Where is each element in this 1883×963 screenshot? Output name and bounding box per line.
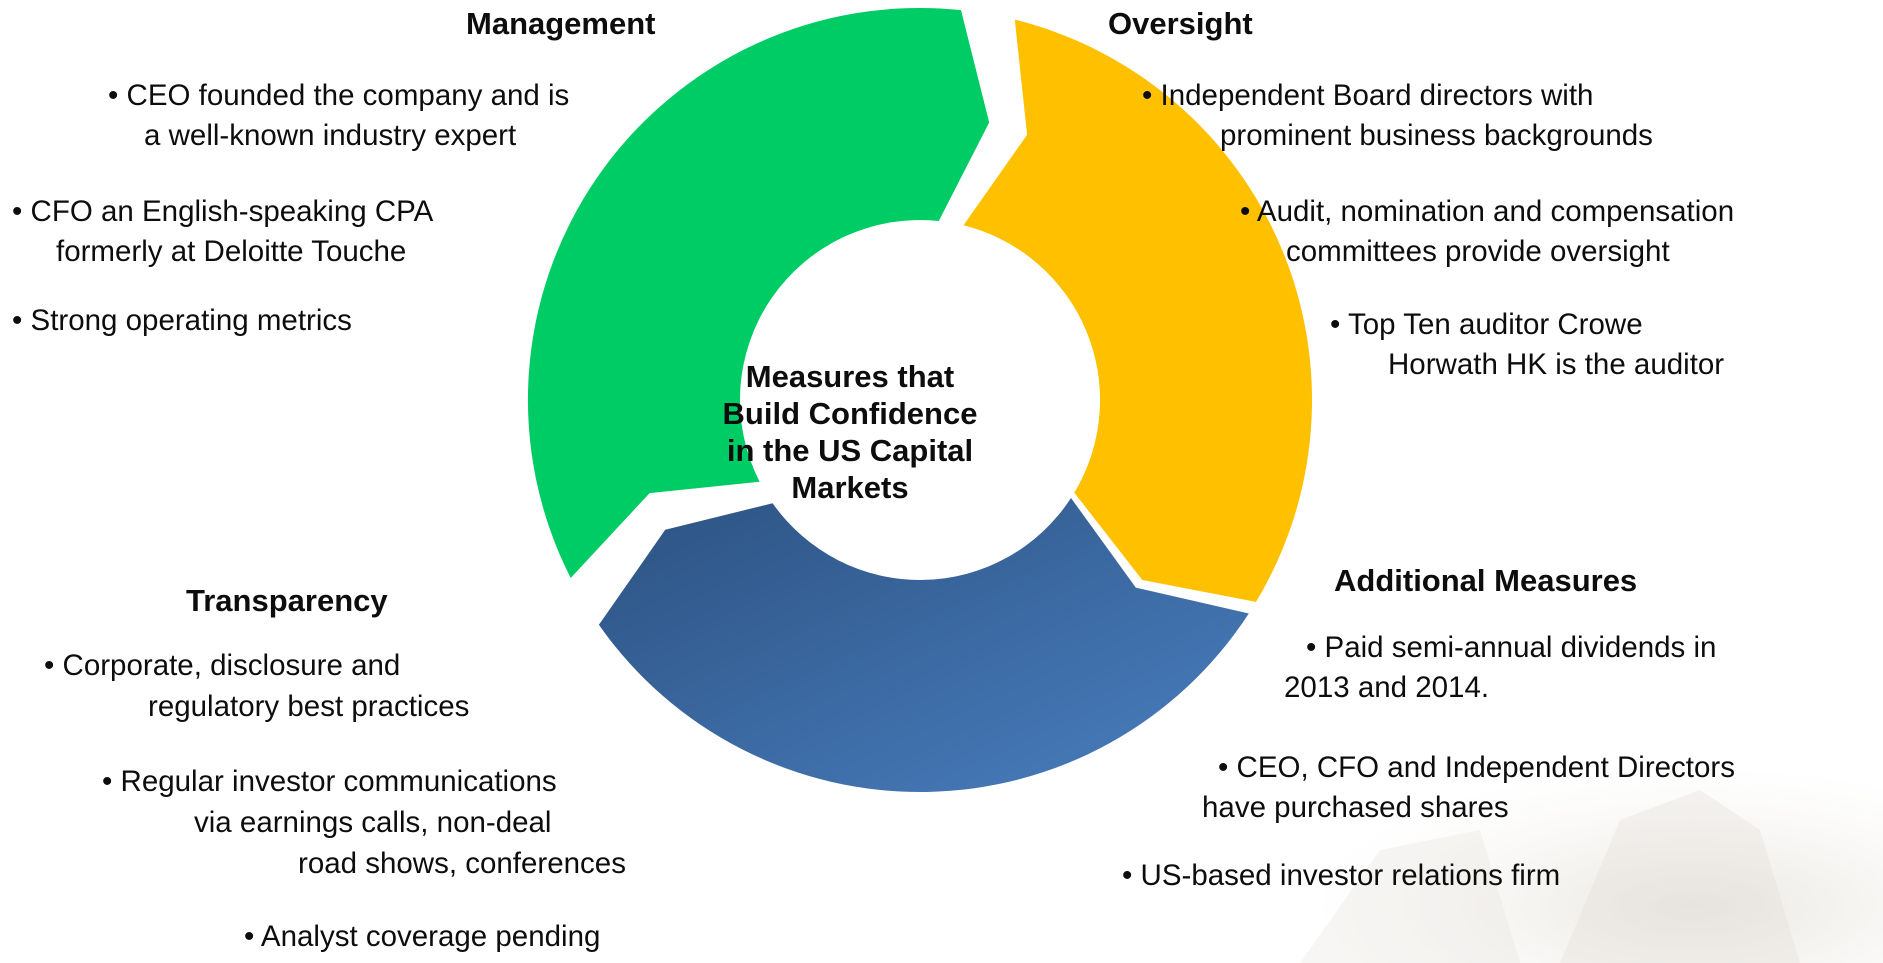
- management-line: a well-known industry expert: [144, 119, 517, 152]
- management-line: • CFO an English-speaking CPA: [12, 195, 434, 228]
- center-title-line: in the US Capital: [726, 433, 974, 468]
- additional-measures-line: • CEO, CFO and Independent Directors: [1218, 751, 1735, 784]
- center-title: Measures that Build Confidence in the US…: [705, 358, 995, 506]
- oversight-line: • Top Ten auditor Crowe: [1330, 308, 1643, 341]
- management-line: • CEO founded the company and is: [108, 79, 570, 112]
- additional-measures-line: • Paid semi-annual dividends in: [1306, 631, 1717, 664]
- center-title-line: Measures that: [745, 359, 955, 394]
- transparency-line: • Regular investor communications: [102, 765, 557, 798]
- oversight-line: • Audit, nomination and compensation: [1240, 195, 1735, 228]
- center-title-line: Build Confidence: [722, 396, 978, 431]
- additional-measures-heading: Additional Measures: [1334, 563, 1638, 598]
- transparency-line: • Corporate, disclosure and: [44, 649, 401, 682]
- additional-measures-line: 2013 and 2014.: [1284, 671, 1490, 704]
- management-heading: Management: [466, 6, 656, 41]
- center-title-line: Markets: [791, 470, 909, 505]
- transparency-line: road shows, conferences: [298, 847, 626, 880]
- oversight-heading: Oversight: [1108, 6, 1253, 41]
- transparency-line: • Analyst coverage pending: [244, 920, 601, 953]
- transparency-line: via earnings calls, non-deal: [194, 806, 552, 839]
- oversight-line: prominent business backgrounds: [1220, 119, 1653, 152]
- oversight-segment: [963, 19, 1313, 602]
- oversight-line: committees provide oversight: [1286, 235, 1670, 268]
- oversight-line: Horwath HK is the auditor: [1388, 348, 1725, 381]
- additional-measures-line: • US-based investor relations firm: [1122, 859, 1561, 892]
- additional-measures-line: have purchased shares: [1202, 791, 1509, 824]
- management-segment: [527, 7, 990, 579]
- oversight-line: • Independent Board directors with: [1142, 79, 1594, 112]
- management-line: • Strong operating metrics: [12, 304, 352, 337]
- management-line: formerly at Deloitte Touche: [56, 235, 407, 268]
- transparency-line: regulatory best practices: [148, 690, 470, 723]
- transparency-heading: Transparency: [186, 583, 388, 618]
- transparency-segment: [598, 498, 1249, 793]
